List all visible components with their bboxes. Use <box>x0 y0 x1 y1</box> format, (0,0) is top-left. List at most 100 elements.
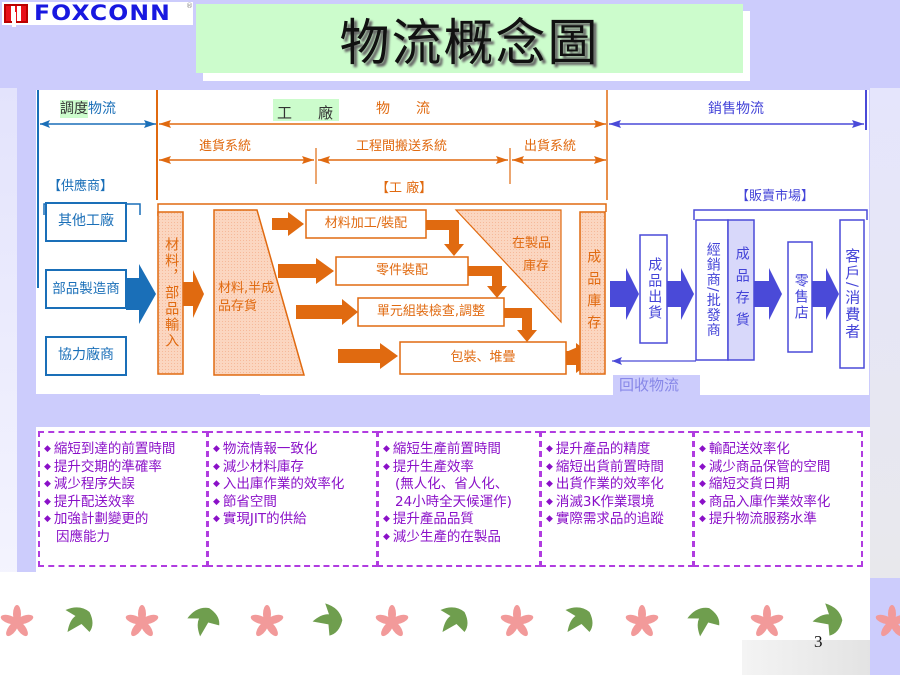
finished-inventory-label-wrap: 成品庫存 <box>580 212 605 374</box>
benefit-item: (無人化、省人化、 <box>383 476 535 494</box>
benefit-item: ◆提升產品品質 <box>383 511 535 529</box>
slide-title: 物流概念圖 <box>339 13 600 72</box>
benefits-column-outbound: ◆提升產品的精度◆縮短出貨前置時間◆出貨作業的效率化◆消滅3K作業環境◆實際需求… <box>540 431 694 567</box>
benefit-text: 縮短出貨前置時間 <box>555 458 664 475</box>
benefit-item: ◆縮短到達的前置時間 <box>44 441 202 459</box>
procurement-text: 物流 <box>88 101 116 117</box>
benefit-text: 節省空間 <box>222 493 277 510</box>
bullet-diamond-icon: ◆ <box>699 514 706 524</box>
supplier-partner: 協力廠商 <box>58 347 114 364</box>
material-input-label: 材料，部品輸入 <box>163 237 180 349</box>
benefit-item: ◆商品入庫作業效率化 <box>699 494 857 512</box>
material-inventory-label: 品存貨 <box>218 299 258 314</box>
retailer-label-wrap: 零售店 <box>788 242 812 352</box>
process-box <box>305 209 427 239</box>
benefit-text: 實際需求品的追蹤 <box>555 511 664 527</box>
bullet-diamond-icon: ◆ <box>699 479 706 489</box>
bullet-diamond-icon: ◆ <box>213 444 220 454</box>
benefits-column-procurement: ◆縮短到達的前置時間◆提升交期的準確率◆減少程序失誤◆提升配送效率◆加強計劃變更… <box>38 431 208 567</box>
distributor-stock-label-wrap: 成品存貨 <box>728 220 754 360</box>
material-inventory-label: 材料,半成 <box>218 281 275 296</box>
factory-bracket <box>157 203 607 216</box>
benefit-item: ◆入出庫作業的效率化 <box>213 476 372 494</box>
bullet-diamond-icon: ◆ <box>699 444 706 454</box>
benefits-column-inbound: ◆物流情報一致化◆減少材料庫存◆入出庫作業的效率化◆節省空間◆實現JIT的供給 <box>207 431 378 567</box>
suppliers-section-label: 【供應商】 <box>48 179 114 194</box>
supplier-box <box>45 336 127 376</box>
flower-icon <box>625 605 659 637</box>
benefit-item: ◆縮短生產前置時間 <box>383 441 535 459</box>
bottom-grey-gradient <box>742 640 870 675</box>
process-box <box>335 256 469 286</box>
distributor-stock-box <box>727 219 755 361</box>
factory-flow-char: 流 <box>416 101 430 117</box>
benefits-column-production: ◆縮短生產前置時間◆提升生產效率(無人化、省人化、24小時全天候運作)◆提升產品… <box>377 431 541 567</box>
process-transport-label: 工程間搬送系統 <box>356 139 448 154</box>
factory-flow-char: 物 <box>376 101 390 117</box>
leaf-icon <box>812 603 843 636</box>
page-number: 3 <box>814 632 823 651</box>
market-arrows <box>610 268 839 320</box>
distributor-label-wrap: 經銷商/批發商 <box>696 220 728 360</box>
bullet-diamond-icon: ◆ <box>44 496 51 507</box>
benefit-text: 減少生產的在製品 <box>392 528 501 545</box>
factory-flow-line <box>156 90 608 200</box>
violet-placeholder-box <box>34 394 260 427</box>
bullet-diamond-icon: ◆ <box>546 461 553 472</box>
bullet-diamond-icon: ◆ <box>383 461 390 472</box>
benefit-text: 減少材料庫存 <box>222 458 304 475</box>
distributor-label: 經銷商/批發商 <box>704 242 721 338</box>
procurement-highlight: 調度 <box>60 100 88 118</box>
factory-flow-char: 廠 <box>318 104 334 122</box>
diagram-lines <box>37 90 868 376</box>
benefit-item: ◆物流情報一致化 <box>213 441 372 459</box>
process-packaging: 包裝、堆疊 <box>450 349 516 365</box>
market-section-label: 【販賣市場】 <box>736 189 815 204</box>
bullet-diamond-icon: ◆ <box>44 461 51 472</box>
leaf-icon <box>565 607 593 632</box>
process-box <box>357 297 505 327</box>
benefit-text: 實現JIT的供給 <box>222 511 307 527</box>
supplier-other-factory: 其他工廠 <box>58 213 114 230</box>
material-input-label-wrap: 材料，部品輸入 <box>158 212 183 374</box>
bullet-diamond-icon: ◆ <box>213 514 220 524</box>
benefit-item: ◆減少商品保管的空間 <box>699 459 857 477</box>
benefit-item: ◆提升產品的精度 <box>546 441 688 459</box>
logistics-diagram: 調度物流 工 廠 物 流 銷售物流 進貨系統 工程間搬送系統 出貨系統 【供應商… <box>36 90 869 395</box>
supplier-parts-maker: 部品製造商 <box>52 280 120 297</box>
factory-section-label: 【工 廠】 <box>376 181 433 196</box>
benefit-text: 出貨作業的效率化 <box>555 476 664 492</box>
supplier-to-factory-arrow <box>126 264 156 324</box>
benefits-column-sales: ◆輸配送效率化◆減少商品保管的空間◆縮短交貨日期◆商品入庫作業效率化◆提升物流服… <box>693 431 863 567</box>
arrowhead-left-icon <box>40 120 50 128</box>
bullet-diamond-icon: ◆ <box>699 496 706 507</box>
process-part-assembly: 零件裝配 <box>375 262 428 278</box>
benefit-item: ◆提升生產效率 <box>383 459 535 477</box>
shipment-label: 成品出貨 <box>646 257 663 321</box>
bullet-diamond-icon: ◆ <box>213 496 220 507</box>
factory-label-highlight <box>273 99 339 121</box>
retailer-box <box>787 241 813 353</box>
benefit-text: 商品入庫作業效率化 <box>708 493 831 510</box>
flower-icon <box>375 605 409 637</box>
benefit-text: 物流情報一致化 <box>222 441 318 457</box>
flower-icon <box>875 605 900 637</box>
benefit-item: ◆實現JIT的供給 <box>213 511 372 529</box>
benefit-item: ◆提升配送效率 <box>44 494 202 512</box>
arrowhead-right-icon <box>144 120 156 128</box>
benefit-text: 加強計劃變更的 <box>53 511 149 527</box>
outbound-system-label: 出貨系統 <box>524 139 577 154</box>
leaf-icon <box>440 607 468 632</box>
benefit-text: 縮短到達的前置時間 <box>53 441 176 457</box>
shipment-box <box>639 234 668 344</box>
benefit-text: 提升產品的精度 <box>555 441 651 457</box>
bullet-diamond-icon: ◆ <box>213 479 220 489</box>
bullet-diamond-icon: ◆ <box>44 479 51 489</box>
logo-h-mark-icon <box>4 4 28 23</box>
shipment-label-wrap: 成品出貨 <box>640 235 667 343</box>
benefit-text: 提升配送效率 <box>53 493 135 510</box>
registered-mark: ® <box>186 2 193 10</box>
finished-inventory-label: 成品庫存 <box>585 249 602 337</box>
customer-box <box>839 219 865 369</box>
benefit-text: 提升交期的準確率 <box>53 458 162 475</box>
